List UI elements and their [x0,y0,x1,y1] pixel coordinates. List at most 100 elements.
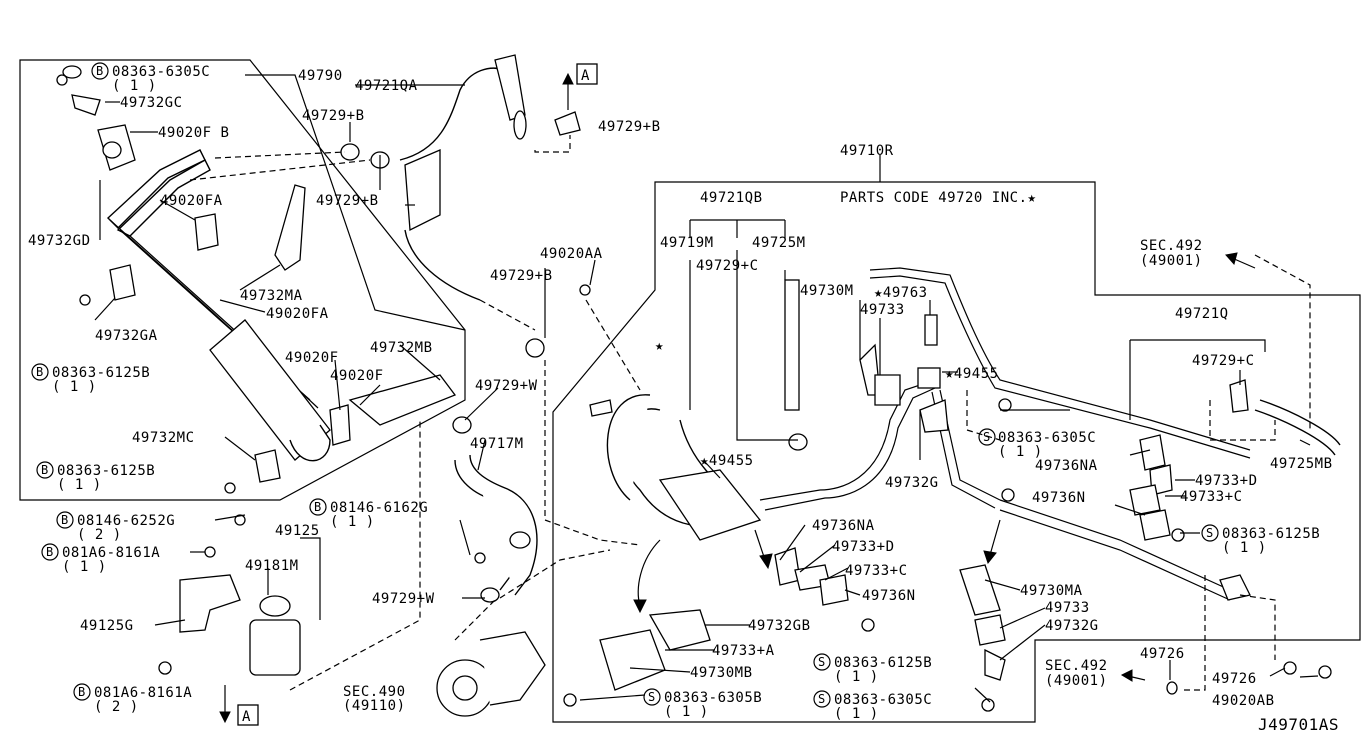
circ-b-2: B [36,365,43,379]
label-49729b-4: 49729+B [490,268,553,284]
label-49726-2: 49726 [1212,671,1257,687]
label-49729c-1: 49729+C [696,258,759,274]
label-49717m: 49717M [470,436,524,452]
label-49729c-2: 49729+C [1192,353,1255,369]
return-hose [452,416,538,603]
circ-s-2: S [1206,526,1213,540]
ref-box-a-bottom [237,704,259,726]
label-08363-6305c-2: 08363-6305C [998,430,1096,446]
circ-s-5: S [818,692,825,706]
ref-a-top-text: A [581,68,590,84]
label-49020f-1: 49020F [285,350,339,366]
label-49726-1: 49726 [1140,646,1185,662]
label-49736na-1: 49736NA [1035,458,1098,474]
label-parts-code: PARTS CODE 49720 INC.★ [840,190,1037,206]
circ-b-4: B [61,513,68,527]
label-49125: 49125 [275,523,320,539]
label-49729b-2: 49729+B [598,119,661,135]
label-49733c-1: 49733+C [1180,489,1243,505]
circ-b-6: B [78,685,85,699]
circle-markers: B B B B B B B S S S S S [31,62,1219,708]
circ-b-1: B [96,64,103,78]
label-qty-1h: ( 1 ) [834,669,879,685]
label-sec492-bot-code: (49001) [1045,673,1108,689]
label-49733c-2: 49733+C [845,563,908,579]
label-49736na-2: 49736NA [812,518,875,534]
label-49736n-1: 49736N [1032,490,1086,506]
cooler-tubes [106,149,331,462]
label-sec490: SEC.490 [343,684,406,700]
label-49729b-1: 49729+B [302,108,365,124]
label-qty-2: ( 2 ) [77,527,122,543]
circ-s-3: S [818,655,825,669]
dashed-guides [544,254,1311,691]
label-qty-2b: ( 2 ) [94,699,139,715]
label-49732g-2: 49732G [1045,618,1099,634]
top-hose [189,54,581,331]
label-49733d-1: 49733+D [1195,473,1258,489]
ref-a-bottom-text: A [242,709,251,725]
label-49732g-1: 49732G [885,475,939,491]
label-qty-1f: ( 1 ) [998,444,1043,460]
label-08146-6162g: 08146-6162G [330,500,428,516]
label-49732ma: 49732MA [240,288,303,304]
label-sec492-top: SEC.492 [1140,238,1203,254]
power-steering-pump [436,549,611,717]
label-08363-6305c-3: 08363-6305C [834,692,932,708]
left-brackets [56,65,457,494]
label-49020fb: 49020F B [158,125,229,141]
label-49732gc: 49732GC [120,95,183,111]
label-49719m: 49719M [660,235,714,251]
label-sec490-code: (49110) [343,698,406,714]
label-08363-6305b: 08363-6305B [664,690,762,706]
circ-b-7: B [314,500,321,514]
label-49790: 49790 [298,68,343,84]
label-qty-1d: ( 1 ) [62,559,107,575]
label-49730mb: 49730MB [690,665,753,681]
label-081a6-8161a-2: 081A6-8161A [94,685,192,701]
label-49733d-2: 49733+D [832,539,895,555]
circ-b-5: B [46,545,53,559]
label-081a6-8161a-1: 081A6-8161A [62,545,160,561]
label-49730m: 49730M [800,283,854,299]
right-small-parts [525,284,1341,712]
label-49020fa-1: 49020FA [160,193,223,209]
steel-lines [759,267,1251,601]
label-49020ab: 49020AB [1212,693,1275,709]
label-49732gb: 49732GB [748,618,811,634]
leader-lines [94,74,1319,703]
label-49455-2: ★49455 [700,453,754,469]
label-49125g: 49125G [80,618,134,634]
circ-s-1: S [983,430,990,444]
label-49729w-1: 49729+W [475,378,538,394]
flow-arrows [633,252,1256,682]
label-08363-6125b-3: 08363-6125B [1222,526,1320,542]
label-qty-1g: ( 1 ) [1222,540,1267,556]
label-49725mb: 49725MB [1270,456,1333,472]
label-sec492-bot: SEC.492 [1045,658,1108,674]
label-49729w-2: 49729+W [372,591,435,607]
circ-s-4: S [648,690,655,704]
label-49736n-2: 49736N [862,588,916,604]
label-qty-1b: ( 1 ) [52,379,97,395]
label-49020aa: 49020AA [540,246,603,262]
label-49710r: 49710R [840,143,894,159]
label-49729b-3: 49729+B [316,193,379,209]
label-qty-1c: ( 1 ) [57,477,102,493]
label-08363-6305c-top: 08363-6305C [112,64,210,80]
label-49732mb: 49732MB [370,340,433,356]
label-49732ga: 49732GA [95,328,158,344]
label-49733a: 49733+A [712,643,775,659]
label-49721qb: 49721QB [700,190,763,206]
label-qty-1i: ( 1 ) [664,704,709,720]
label-qty-1: ( 1 ) [112,78,157,94]
label-49020f-2: 49020F [330,368,384,384]
label-08363-6125b-1: 08363-6125B [52,365,150,381]
label-49732gd: 49732GD [28,233,91,249]
diagram-id: J49701AS [1258,715,1339,734]
label-49721qa: 49721QA [355,78,418,94]
pressure-hose [606,260,808,541]
label-49181m: 49181M [245,558,299,574]
reservoir [158,420,486,724]
